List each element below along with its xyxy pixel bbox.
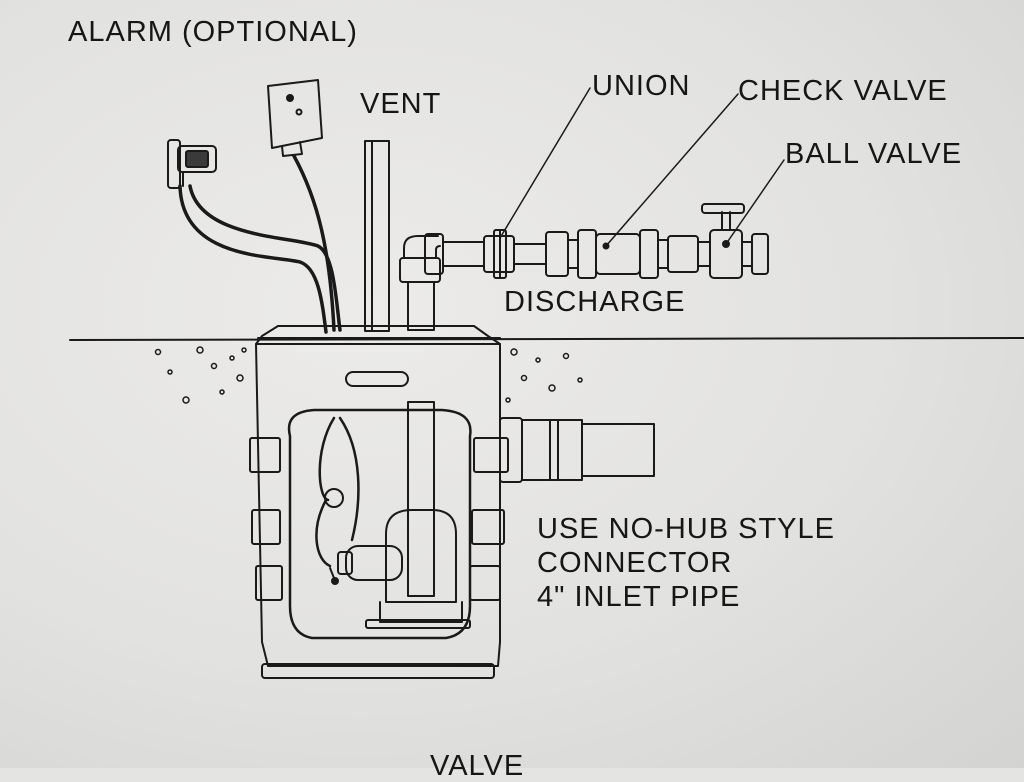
discharge-pipe xyxy=(424,231,769,277)
ground-line xyxy=(69,337,1024,341)
outlet-icon xyxy=(167,139,217,189)
alarm-box-icon xyxy=(267,79,323,157)
inlet-note-line: USE NO-HUB STYLE xyxy=(537,513,835,545)
float-switch xyxy=(315,416,360,585)
inlet-note: USE NO-HUB STYLE CONNECTOR 4" INLET PIPE xyxy=(537,512,835,614)
submersible-pump xyxy=(337,401,471,629)
check-valve xyxy=(577,229,659,279)
power-cords xyxy=(178,154,342,334)
discharge-label: DISCHARGE xyxy=(504,286,686,318)
inlet-pipe xyxy=(499,417,655,483)
bottom-partial-label: VALVE xyxy=(430,750,525,782)
inlet-note-line: CONNECTOR xyxy=(537,547,733,579)
check-valve-label: CHECK VALVE xyxy=(738,75,948,107)
soil-dots xyxy=(154,346,583,404)
union-label: UNION xyxy=(592,70,691,102)
vent-pipe xyxy=(364,140,390,332)
vent-label: VENT xyxy=(360,88,442,120)
inlet-note-line: 4" INLET PIPE xyxy=(537,581,741,613)
sewage-basin xyxy=(249,343,509,679)
ball-valve xyxy=(701,203,745,279)
alarm-label: ALARM (OPTIONAL) xyxy=(68,16,358,48)
ball-valve-label: BALL VALVE xyxy=(785,138,963,170)
leader-lines xyxy=(499,87,785,247)
basin-lid xyxy=(255,325,501,345)
discharge-riser xyxy=(399,235,441,331)
